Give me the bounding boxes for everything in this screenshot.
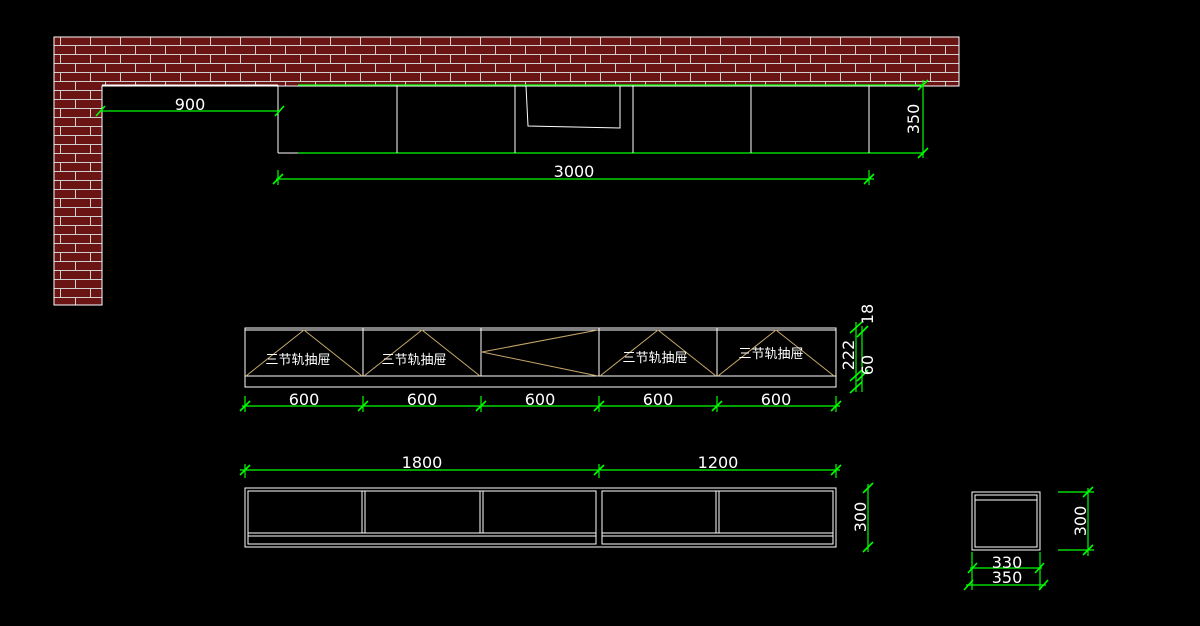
drawer-elevation: 三节轨抽屉 三节轨抽屉 三节轨抽屉 三节轨抽屉 bbox=[244, 327, 837, 388]
dim-cabinet-lengths: 1800 1200 bbox=[239, 453, 842, 478]
drawer-label-4: 三节轨抽屉 bbox=[738, 347, 803, 362]
dim-900-text: 900 bbox=[175, 95, 206, 114]
drawer-label-2: 三节轨抽屉 bbox=[381, 353, 446, 368]
dim-300-text: 300 bbox=[851, 502, 870, 533]
dim-wall-cabinet-height: 350 bbox=[904, 79, 929, 159]
dim-1200-text: 1200 bbox=[698, 453, 739, 472]
dim-3000-text: 3000 bbox=[554, 162, 595, 181]
dim-wall-cabinet-length: 3000 bbox=[272, 162, 875, 185]
dim-222-text: 222 bbox=[839, 340, 858, 371]
dim-330-text: 330 bbox=[992, 553, 1023, 572]
brick-wall bbox=[53, 36, 960, 306]
dim-side-height: 300 bbox=[1058, 486, 1094, 556]
side-section bbox=[971, 491, 1041, 551]
dim-width-4: 600 bbox=[643, 390, 674, 409]
dim-side-widths: 330 350 bbox=[963, 552, 1049, 591]
dim-left-offset: 900 bbox=[95, 95, 285, 117]
cabinet-elevation bbox=[244, 487, 837, 548]
dim-width-1: 600 bbox=[289, 390, 320, 409]
dim-side-300-text: 300 bbox=[1071, 506, 1090, 537]
dim-width-5: 600 bbox=[761, 390, 792, 409]
dim-drawer-widths: 600 600 600 600 600 bbox=[239, 390, 842, 412]
drawer-label-1: 三节轨抽屉 bbox=[265, 353, 330, 368]
dim-width-3: 600 bbox=[525, 390, 556, 409]
dim-1800-text: 1800 bbox=[402, 453, 443, 472]
drawer-label-3: 三节轨抽屉 bbox=[622, 351, 687, 366]
dim-60-text: 60 bbox=[858, 355, 877, 375]
dim-350-side-text: 350 bbox=[992, 568, 1023, 587]
dim-cabinet-height: 300 bbox=[851, 482, 874, 553]
dim-350-text: 350 bbox=[904, 104, 923, 135]
dim-drawer-heights: 222 18 60 bbox=[839, 304, 877, 394]
dim-width-2: 600 bbox=[407, 390, 438, 409]
dim-18-text: 18 bbox=[858, 304, 877, 324]
wall-cabinet-plan bbox=[102, 84, 924, 154]
